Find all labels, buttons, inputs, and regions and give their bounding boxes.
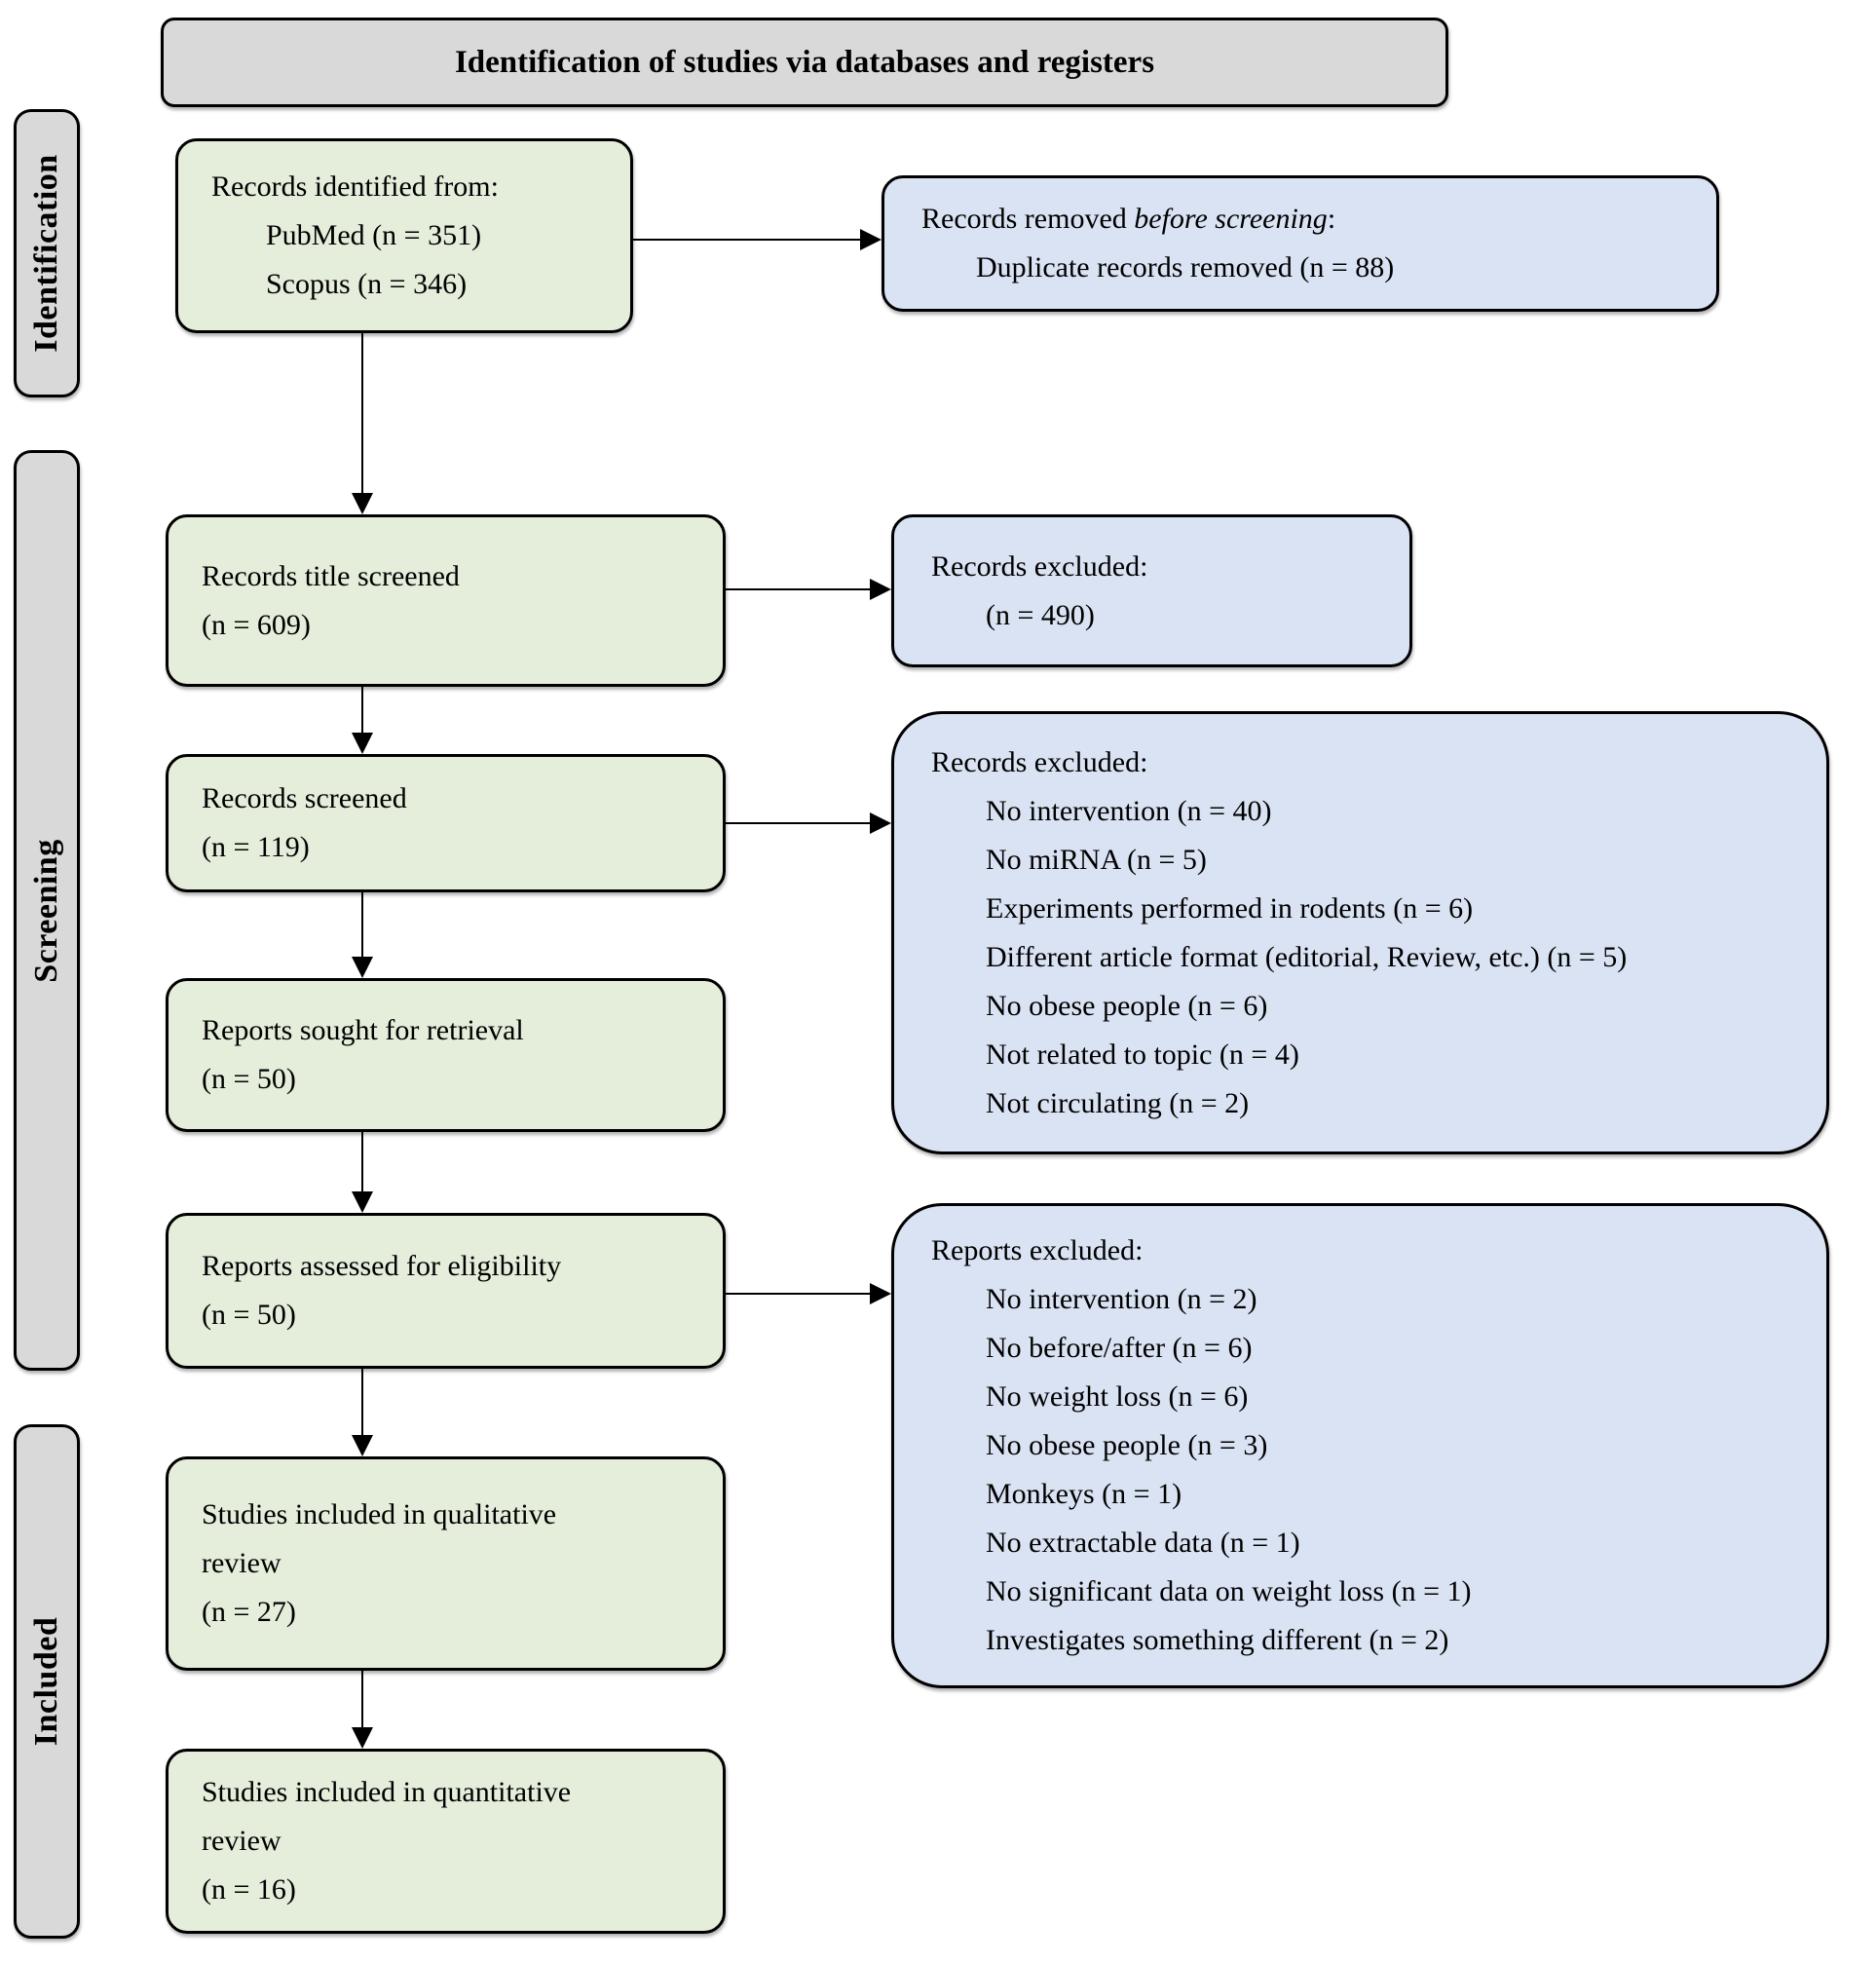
box-reports-assessed-for-eligibility: Reports assessed for eligibility (n = 50) (166, 1213, 726, 1369)
box-line: review (202, 1547, 281, 1579)
arrow-qualitative-to-quantitative-head-icon (352, 1727, 373, 1749)
arrow-screened-to-sought-head-icon (352, 957, 373, 978)
diagram-title-banner: Identification of studies via databases … (161, 18, 1448, 107)
arrow-sought-to-assessed-line (361, 1132, 363, 1193)
box-line: PubMed (n = 351) (266, 219, 482, 251)
box-line: (n = 50) (202, 1299, 296, 1331)
box-line: (n = 609) (202, 608, 311, 641)
box-line: Duplicate records removed (n = 88) (976, 251, 1395, 283)
box-studies-quantitative-review: Studies included in quantitative review (n… (166, 1749, 726, 1934)
arrow-identified-to-title-screened-line (361, 333, 363, 495)
box-line: No before/after (n = 6) (986, 1332, 1253, 1364)
box-line: Different article format (editorial, Rev… (986, 940, 1628, 973)
arrow-assessed-to-reports-excluded-head-icon (870, 1283, 891, 1304)
box-line: Investigates something different (n = 2) (986, 1624, 1449, 1656)
box-line: Scopus (n = 346) (266, 268, 468, 300)
box-records-identified: Records identified from: PubMed (n = 351)… (175, 138, 633, 333)
box-line: No miRNA (n = 5) (986, 843, 1207, 876)
box-records-screened: Records screened (n = 119) (166, 754, 726, 892)
arrow-qualitative-to-quantitative-line (361, 1671, 363, 1729)
diagram-title: Identification of studies via databases … (454, 44, 1155, 80)
box-line: (n = 27) (202, 1596, 296, 1628)
box-line: No obese people (n = 6) (986, 989, 1268, 1022)
box-line: Records removed before screening: (921, 203, 1336, 235)
box-reports-excluded: Reports excluded: No intervention (n = 2)… (891, 1203, 1829, 1688)
box-line: No weight loss (n = 6) (986, 1380, 1249, 1413)
box-line: No intervention (n = 40) (986, 794, 1272, 827)
box-line: review (202, 1825, 281, 1857)
box-reports-sought-for-retrieval: Reports sought for retrieval (n = 50) (166, 978, 726, 1132)
arrow-assessed-to-reports-excluded-line (726, 1293, 872, 1295)
arrow-sought-to-assessed-head-icon (352, 1191, 373, 1213)
box-line: (n = 50) (202, 1063, 296, 1095)
box-line: Records excluded: (931, 745, 1148, 778)
arrow-screened-to-excluded-line (726, 822, 872, 824)
stage-screening: Screening (14, 450, 80, 1371)
arrow-identified-to-title-screened-head-icon (352, 493, 373, 514)
box-line: Reports assessed for eligibility (202, 1250, 562, 1282)
stage-identification: Identification (14, 109, 80, 397)
box-records-excluded-title-screen: Records excluded: (n = 490) (891, 514, 1412, 667)
stage-identification-label: Identification (28, 154, 64, 353)
box-line: Records excluded: (931, 549, 1148, 583)
box-line: No intervention (n = 2) (986, 1283, 1257, 1315)
arrow-title-screened-to-screened-line (361, 687, 363, 735)
arrow-assessed-to-qualitative-line (361, 1369, 363, 1437)
stage-screening-label: Screening (28, 838, 64, 983)
box-line: Records screened (202, 782, 407, 814)
box-line: Experiments performed in rodents (n = 6) (986, 891, 1474, 925)
box-line: No extractable data (n = 1) (986, 1527, 1300, 1559)
arrow-screened-to-excluded-head-icon (870, 812, 891, 834)
arrow-title-screened-to-excluded-head-icon (870, 579, 891, 600)
box-line: Records identified from: (211, 170, 499, 203)
box-line: Studies included in qualitative (202, 1498, 557, 1530)
arrow-screened-to-sought-line (361, 892, 363, 959)
box-records-removed-before-screening: Records removed before screening: Duplica… (882, 175, 1719, 312)
box-records-excluded-screening: Records excluded: No intervention (n = 40… (891, 711, 1829, 1154)
arrow-identified-to-removed-head-icon (860, 229, 882, 250)
stage-included-label: Included (28, 1616, 64, 1747)
box-studies-qualitative-review: Studies included in qualitative review (n … (166, 1456, 726, 1671)
box-line: (n = 119) (202, 831, 310, 863)
box-records-title-screened: Records title screened (n = 609) (166, 514, 726, 687)
arrow-title-screened-to-screened-head-icon (352, 733, 373, 754)
box-line: Records title screened (202, 559, 460, 592)
arrow-title-screened-to-excluded-line (726, 588, 872, 590)
arrow-identified-to-removed-line (633, 239, 862, 241)
box-line: No significant data on weight loss (n = … (986, 1575, 1472, 1607)
box-line: No obese people (n = 3) (986, 1429, 1268, 1461)
box-line: Studies included in quantitative (202, 1776, 572, 1808)
box-line: Monkeys (n = 1) (986, 1478, 1182, 1510)
box-line: Reports sought for retrieval (202, 1014, 524, 1046)
box-line: (n = 16) (202, 1873, 296, 1906)
box-line: Not related to topic (n = 4) (986, 1038, 1299, 1071)
arrow-assessed-to-qualitative-head-icon (352, 1435, 373, 1456)
box-line: Not circulating (n = 2) (986, 1086, 1250, 1119)
stage-included: Included (14, 1424, 80, 1939)
box-line: (n = 490) (986, 598, 1095, 631)
box-line: Reports excluded: (931, 1234, 1144, 1266)
